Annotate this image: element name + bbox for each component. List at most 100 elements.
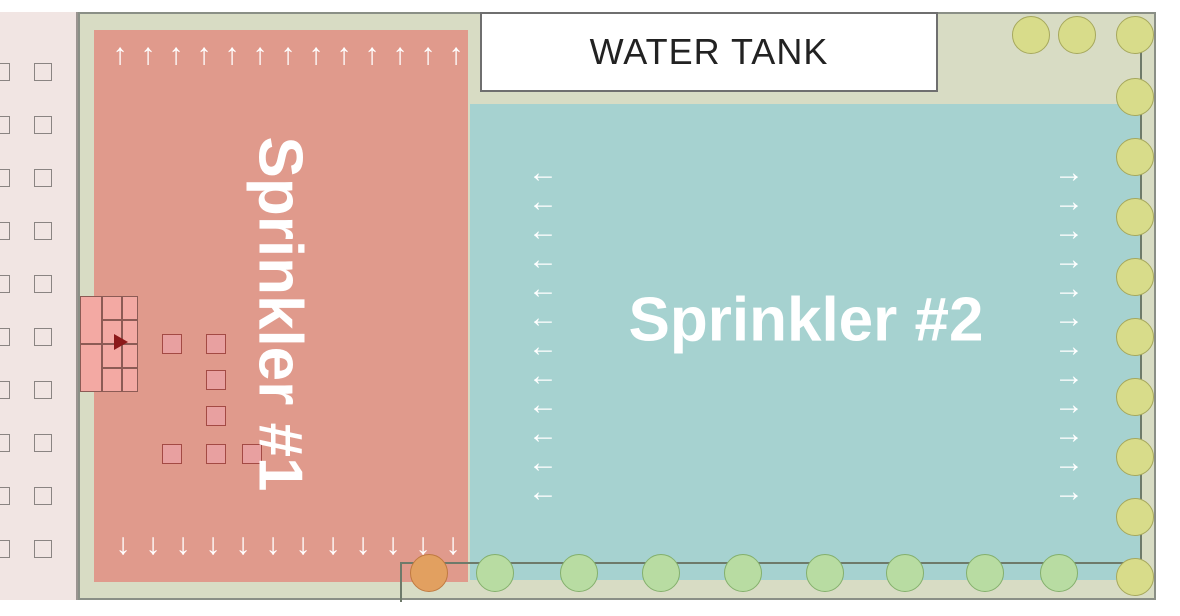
spray-arrow: → [1054,243,1084,276]
spray-arrow: ↑ [308,38,324,71]
spray-arrow: ↑ [196,38,212,71]
spray-arrow: ↑ [280,38,296,71]
spray-arrow: ← [528,388,558,421]
spray-arrow: ← [528,417,558,450]
water-tank: WATER TANK [480,12,938,92]
shrub-icon [1116,138,1154,176]
spray-arrow: ← [528,185,558,218]
shrub-icon [560,554,598,592]
paver-square [34,116,52,134]
paver-square [34,169,52,187]
paver-square [0,381,10,399]
spray-arrow: ← [528,330,558,363]
valve-icon [114,334,128,350]
paver-square [0,63,10,81]
property-edge-bottom [400,562,1144,564]
valve-box [80,296,138,392]
paver-square [0,222,10,240]
spray-arrow: ← [528,214,558,247]
paver-square [0,116,10,134]
spray-arrow: ← [528,272,558,305]
shrub-icon [1116,258,1154,296]
spray-arrow: ↓ [205,528,221,561]
spray-arrow: → [1054,359,1084,392]
spray-arrow: → [1054,185,1084,218]
zone-2-label: Sprinkler #2 [628,285,984,355]
paver-square [0,328,10,346]
paver-square [34,222,52,240]
shrub-icon [886,554,924,592]
sprinkler-head-square [162,444,182,464]
paver-square [0,540,10,558]
shrub-icon [1116,16,1154,54]
paver-square [34,275,52,293]
shrub-icon [1116,558,1154,596]
shrub-icon [1116,498,1154,536]
shrub-icon [1116,378,1154,416]
shrub-icon [410,554,448,592]
sprinkler-head-square [206,334,226,354]
spray-arrow: ↓ [355,528,371,561]
zone-1-label: Sprinkler #1 [245,136,315,492]
spray-arrow: ← [528,301,558,334]
paver-square [34,434,52,452]
spray-arrow: ↓ [385,528,401,561]
shrub-icon [1012,16,1050,54]
spray-arrow: ↑ [392,38,408,71]
spray-arrow: ↑ [448,38,464,71]
shrub-icon [724,554,762,592]
paver-square [34,487,52,505]
shrub-icon [642,554,680,592]
property-edge-corner [400,562,402,602]
paver-square [0,275,10,293]
shrub-icon [1058,16,1096,54]
spray-arrow: ← [528,243,558,276]
paver-square [0,487,10,505]
spray-arrow: ↓ [265,528,281,561]
paver-square [34,63,52,81]
spray-arrow: ↑ [224,38,240,71]
spray-arrow: → [1054,301,1084,334]
spray-arrow: ↑ [364,38,380,71]
spray-arrow: ↓ [235,528,251,561]
shrub-icon [806,554,844,592]
spray-arrow: ↓ [325,528,341,561]
spray-arrow: ↑ [112,38,128,71]
water-tank-label: WATER TANK [589,31,829,72]
paver-square [34,540,52,558]
sprinkler-zone-2 [470,104,1142,580]
spray-arrow: → [1054,156,1084,189]
shrub-icon [476,554,514,592]
spray-arrow: ↑ [168,38,184,71]
spray-arrow: → [1054,330,1084,363]
spray-arrow: ↑ [140,38,156,71]
paver-square [34,381,52,399]
spray-arrow: → [1054,388,1084,421]
sprinkler-head-square [206,370,226,390]
sprinkler-head-square [162,334,182,354]
spray-arrow: → [1054,417,1084,450]
shrub-icon [1116,78,1154,116]
spray-arrow: ← [528,475,558,508]
sprinkler-head-square [206,406,226,426]
spray-arrow: ↓ [415,528,431,561]
spray-arrow: ↓ [115,528,131,561]
paver-square [0,434,10,452]
paver-square [0,169,10,187]
paver-square [34,328,52,346]
shrub-icon [1116,198,1154,236]
spray-arrow: ↑ [420,38,436,71]
spray-arrow: → [1054,446,1084,479]
shrub-icon [1116,318,1154,356]
shrub-icon [1040,554,1078,592]
sprinkler-head-square [242,444,262,464]
spray-arrow: ← [528,359,558,392]
spray-arrow: ↓ [295,528,311,561]
spray-arrow: ↑ [336,38,352,71]
spray-arrow: ↓ [145,528,161,561]
spray-arrow: ↓ [175,528,191,561]
spray-arrow: ← [528,156,558,189]
shrub-icon [966,554,1004,592]
spray-arrow: → [1054,475,1084,508]
spray-arrow: ← [528,446,558,479]
